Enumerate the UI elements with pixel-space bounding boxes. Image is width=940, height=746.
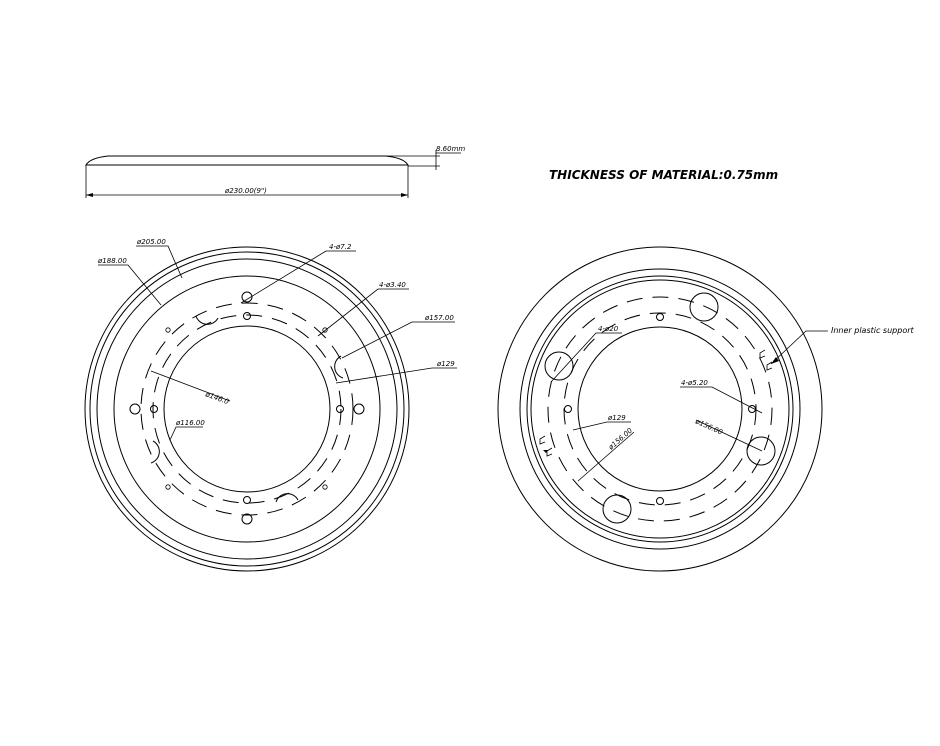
support-bracket-left	[539, 435, 553, 457]
hole-72-left	[129, 403, 141, 415]
height-label: 8.60mm	[436, 145, 465, 153]
leader-188	[98, 264, 162, 306]
right-plate-view: 4-ø20 Inner plastic support 4-ø5.20 ø129…	[497, 246, 915, 572]
label-d205: ø205.00	[136, 238, 166, 246]
label-holes-34: 4-ø3.40	[379, 281, 406, 289]
label-holes-20: 4-ø20	[598, 325, 619, 333]
label-holes-72: 4-ø7.2	[329, 243, 352, 251]
hole-34-left	[150, 405, 158, 413]
small-hole-sw	[165, 484, 171, 490]
hole-34-bottom	[243, 496, 251, 504]
width-label: ø230.00(9")	[224, 187, 267, 195]
leader-157	[341, 321, 455, 359]
outer-rim-circle-right	[497, 246, 823, 572]
hole-20-se	[746, 436, 776, 466]
leader-52	[680, 386, 763, 414]
label-d129-right: ø129	[607, 414, 626, 422]
rim-circle-3	[96, 258, 398, 560]
label-d146: ø146.0	[203, 390, 230, 406]
dashed-raceway-inner	[152, 314, 342, 504]
outer-rim-circle	[84, 246, 410, 572]
hole-34-right	[336, 405, 344, 413]
rim-circle-right-4	[530, 279, 790, 539]
leader-20	[550, 332, 622, 383]
hole-72-right	[353, 403, 365, 415]
label-d188: ø188.00	[97, 257, 127, 265]
hole-72-bottom	[241, 513, 253, 525]
label-d157: ø157.00	[424, 314, 454, 322]
dashed-raceway-right-inner	[563, 312, 757, 506]
left-plate-view: ø205.00 ø188.00 4-ø7.2 4-ø3.40 ø157.00 ø…	[84, 238, 457, 572]
label-d156-b: ø156.00	[693, 417, 724, 437]
leader-205	[136, 245, 183, 279]
leader-129	[335, 367, 457, 384]
material-thickness-title: THICKNESS OF MATERIAL:0.75mm	[549, 168, 778, 182]
hole-52-bottom	[656, 497, 664, 505]
support-marker-left	[543, 450, 548, 453]
label-inner-support: Inner plastic support	[831, 326, 915, 335]
pocket-top-left	[195, 315, 219, 325]
rim-circle-right-3	[526, 275, 794, 543]
width-arrow-left	[86, 193, 93, 197]
leader-156-b	[695, 419, 763, 452]
small-hole-nw	[165, 327, 171, 333]
label-d116: ø116.00	[175, 419, 205, 427]
hole-20-nw	[544, 351, 574, 381]
leader-129-right	[572, 421, 631, 431]
leader-146	[150, 370, 231, 402]
leader-72	[240, 250, 356, 304]
hole-72-top	[241, 291, 253, 303]
label-holes-52: 4-ø5.20	[681, 379, 708, 387]
leader-inner-support	[770, 330, 828, 365]
label-d156-a: ø156.00	[606, 426, 634, 452]
pocket-bottom	[275, 493, 299, 503]
inner-opening-circle-right	[577, 326, 743, 492]
hole-20-sw	[602, 494, 632, 524]
pocket-right	[334, 355, 344, 379]
hole-52-left	[564, 405, 572, 413]
inner-opening-circle	[163, 325, 331, 493]
side-view: 8.60mm ø230.00(9")	[85, 145, 465, 198]
pocket-left	[150, 440, 160, 464]
hole-34-top	[243, 312, 251, 320]
support-bracket-right	[759, 349, 773, 371]
side-profile-outline	[85, 155, 409, 166]
leader-116	[169, 426, 203, 441]
hole-52-top	[656, 313, 664, 321]
small-hole-se	[322, 484, 328, 490]
dashed-raceway-right-outer	[547, 296, 773, 522]
dashed-raceway-outer	[140, 302, 354, 516]
rim-circle-right-2	[519, 268, 801, 550]
circle-188	[113, 275, 381, 543]
leader-156-a	[577, 431, 635, 482]
label-d129: ø129	[436, 360, 455, 368]
small-hole-ne	[322, 327, 328, 333]
support-arrow	[771, 357, 779, 364]
hole-20-ne	[689, 292, 719, 322]
leader-34	[317, 288, 409, 337]
hole-52-right	[748, 405, 756, 413]
width-arrow-right	[401, 193, 408, 197]
rim-circle-2	[89, 251, 405, 567]
